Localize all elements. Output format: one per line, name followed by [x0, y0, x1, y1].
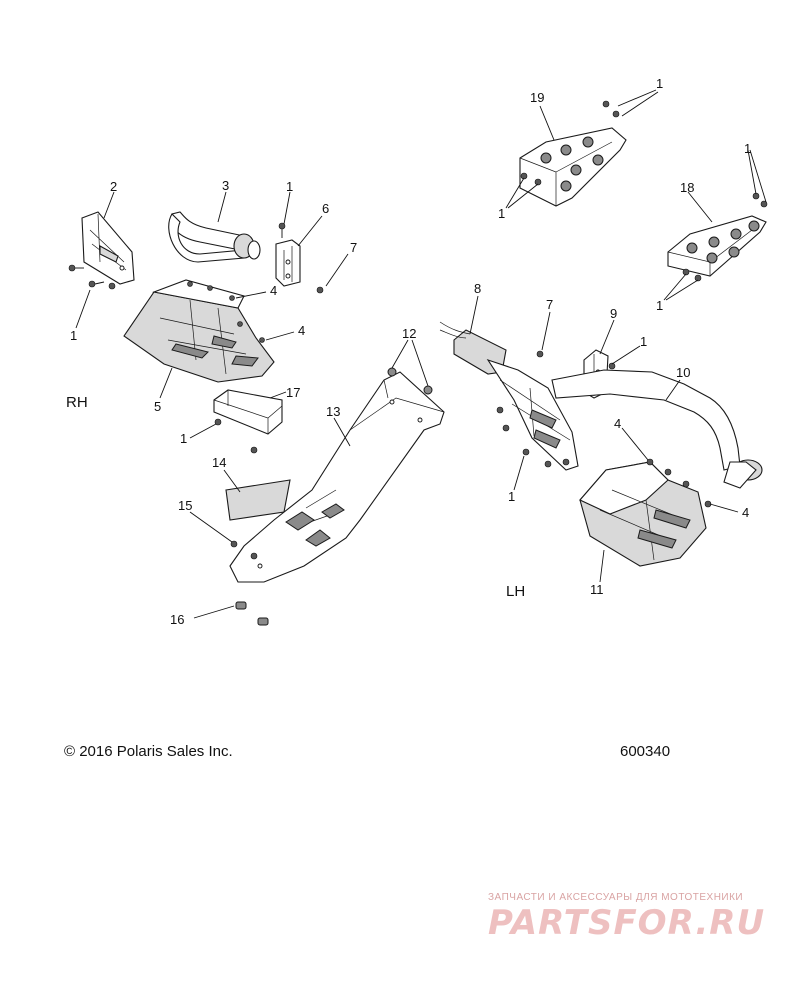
part-18-heel-guard: [667, 215, 767, 277]
callout-3: 3: [222, 178, 229, 193]
part-8-lh-bracket: [439, 321, 579, 471]
part-2-rh-bracket: [81, 211, 135, 285]
lh-bolts: [496, 100, 768, 508]
watermark-logo: PARTSFOR.RU: [488, 903, 766, 943]
callout-1: 1: [498, 206, 505, 221]
watermark-tagline: ЗАПЧАСТИ И АКСЕССУАРЫ ДЛЯ МОТОТЕХНИКИ: [488, 892, 744, 903]
part-13-skid-plate: [229, 371, 445, 583]
part-17-angle-bracket: [213, 389, 283, 435]
callout-1: 1: [286, 179, 293, 194]
callout-4: 4: [614, 416, 621, 431]
callout-12: 12: [402, 326, 416, 341]
callout-1: 1: [180, 431, 187, 446]
callout-1: 1: [656, 76, 663, 91]
rh-bolts: [68, 222, 324, 560]
callout-4: 4: [742, 505, 749, 520]
part-12-nuts: [387, 367, 433, 395]
callout-1: 1: [508, 489, 515, 504]
part-3-rh-footrest-tube: [168, 211, 261, 263]
callout-11: 11: [590, 582, 604, 597]
rh-side-label: RH: [66, 394, 88, 411]
copyright-text: © 2016 Polaris Sales Inc.: [64, 743, 233, 760]
part-6-small-bracket: [275, 239, 301, 287]
callout-19: 19: [530, 90, 544, 105]
callout-7: 7: [546, 297, 553, 312]
watermark: ЗАПЧАСТИ И АКСЕССУАРЫ ДЛЯ МОТОТЕХНИКИ PA…: [488, 892, 788, 943]
part-10-lh-footrest-tube: [551, 369, 763, 489]
callout-6: 6: [322, 201, 329, 216]
callout-1: 1: [70, 328, 77, 343]
part-11-lh-floor-pan: [579, 461, 707, 567]
part-16-fasteners: [235, 601, 269, 626]
callout-7: 7: [350, 240, 357, 255]
callout-4: 4: [298, 323, 305, 338]
callout-10: 10: [676, 365, 690, 380]
part-19-heel-guard: [519, 127, 627, 207]
callout-9: 9: [610, 306, 617, 321]
figure-number: 600340: [620, 743, 671, 760]
leader-lines: [75, 89, 767, 619]
callout-5: 5: [154, 399, 161, 414]
lh-side-label: LH: [506, 583, 525, 600]
callout-labels: 2 3 1 6 7 4 4 1 5 17 1 14 12 13 15 16 19…: [66, 76, 751, 627]
callout-13: 13: [326, 404, 340, 419]
callout-15: 15: [178, 498, 192, 513]
callout-18: 18: [680, 180, 694, 195]
callout-1: 1: [656, 298, 663, 313]
callout-8: 8: [474, 281, 481, 296]
callout-1: 1: [640, 334, 647, 349]
callout-2: 2: [110, 179, 117, 194]
part-5-rh-floor-pan: [123, 279, 275, 383]
callout-17: 17: [286, 385, 300, 400]
callout-16: 16: [170, 612, 184, 627]
callout-14: 14: [212, 455, 226, 470]
callout-4: 4: [270, 283, 277, 298]
callout-1: 1: [744, 141, 751, 156]
